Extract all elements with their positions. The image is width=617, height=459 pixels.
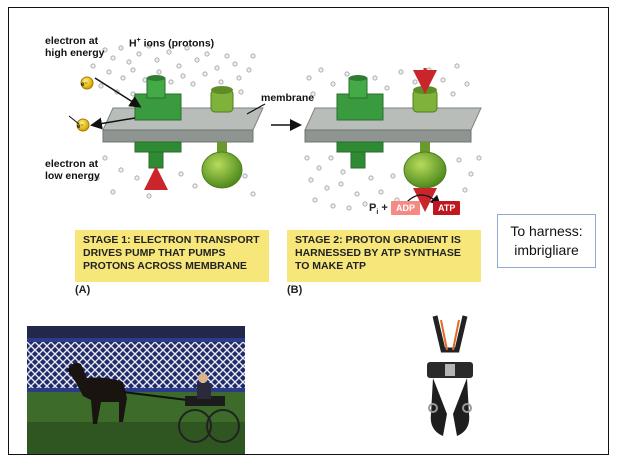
label-electron-low: electron at low energy <box>45 158 100 182</box>
electron-symbol-low: e⁻ <box>77 124 84 130</box>
electron-symbol-high: e⁻ <box>81 82 88 88</box>
electron-arrows <box>68 77 142 130</box>
atp-box: ATP <box>433 201 461 215</box>
panel-b-label: (B) <box>287 284 303 296</box>
callout-line-2: imbrigliare <box>514 242 579 258</box>
label-h-ions-rest: ions (protons) <box>140 37 215 50</box>
atp-synthase-b <box>403 68 447 212</box>
proton-pump-b <box>336 75 384 169</box>
harness-translation-box: To harness: imbrigliare <box>497 214 596 268</box>
label-h-ions-h: H <box>129 37 137 50</box>
label-membrane: membrane <box>261 92 315 104</box>
stage2-caption: STAGE 2: PROTON GRADIENT IS HARNESSED BY… <box>287 230 481 282</box>
proton-gradient-figure: electron at high energy H+ ions (protons… <box>9 8 608 298</box>
membrane-a <box>102 107 264 143</box>
horse-carriage-photo <box>27 326 245 454</box>
label-electron-high: electron at high energy <box>45 35 105 59</box>
membrane-pointer <box>246 103 266 115</box>
figure-graphics <box>68 43 482 212</box>
pi-sub: i <box>376 209 379 217</box>
callout-line-1: To harness: <box>510 223 583 239</box>
membrane-b <box>304 107 482 143</box>
proton-dots <box>90 43 482 211</box>
pi-plus: + <box>381 202 388 214</box>
electron-low-energy <box>76 118 90 132</box>
atp-synthase-a <box>201 86 243 189</box>
pi-label: Pi + <box>369 202 388 216</box>
panel-a-label: (A) <box>75 284 91 296</box>
proton-pump-a <box>134 75 182 190</box>
label-h-ions-sup: + <box>136 37 141 44</box>
safety-harness-image <box>417 310 483 444</box>
slide: electron at high energy H+ ions (protons… <box>8 7 609 455</box>
horse-carriage-image <box>27 326 245 454</box>
safety-harness-photo <box>417 310 483 444</box>
label-h-ions: H+ ions (protons) <box>129 35 214 50</box>
electron-high-energy <box>80 76 94 90</box>
adp-box: ADP <box>391 201 421 215</box>
pi-p: P <box>369 202 377 214</box>
stage1-caption: STAGE 1: ELECTRON TRANSPORT DRIVES PUMP … <box>75 230 269 282</box>
